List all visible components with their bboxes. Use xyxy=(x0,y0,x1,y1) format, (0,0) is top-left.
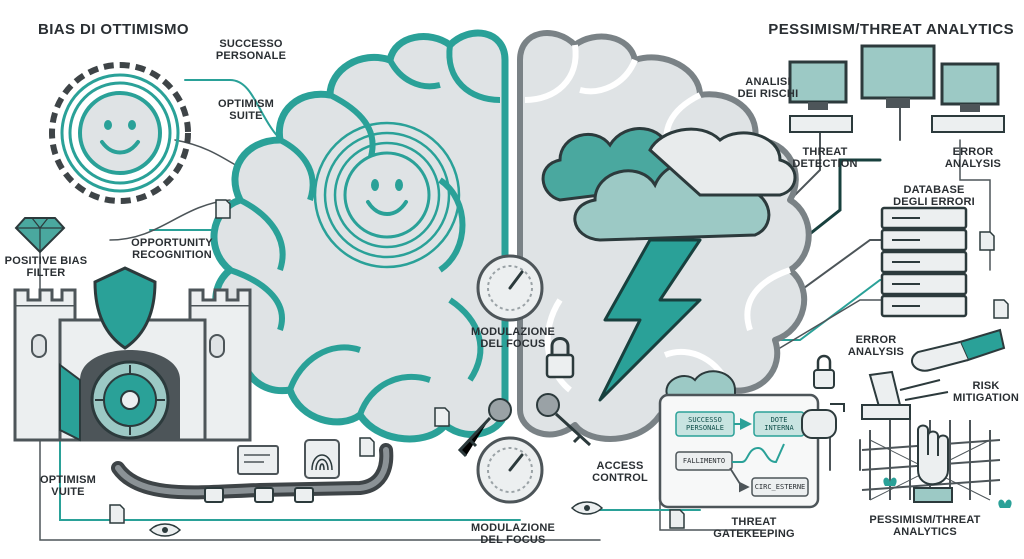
flow-node-circ-esterne: CIRC_ESTERNE xyxy=(754,483,806,491)
label-database-errori: DATABASE DEGLI ERRORI xyxy=(893,184,975,208)
storm-cloud-icon xyxy=(541,127,797,242)
lightning-icon xyxy=(598,238,702,402)
mailbox-icon xyxy=(801,403,845,439)
document-icon xyxy=(109,199,1009,529)
hand-icon xyxy=(913,424,953,503)
label-error-analysis-mid: ERROR ANALYSIS xyxy=(847,334,905,358)
label-risk-mitigation: RISK MITIGATION xyxy=(953,380,1019,404)
padlock-icon xyxy=(813,354,835,389)
label-positive-bias-filter: POSITIVE BIAS FILTER xyxy=(4,255,88,279)
plant-icons xyxy=(883,477,1012,508)
label-analisi-rischi: ANALISI DEI RISCHI xyxy=(737,76,799,100)
monitor-icon xyxy=(860,44,936,108)
flow-node-successo-personale: SUCCESSO PERSONALE xyxy=(686,416,724,432)
label-successo-personale: SUCCESSO PERSONALE xyxy=(215,38,287,62)
padlock-icon xyxy=(545,337,575,379)
fingerprint-icon xyxy=(304,439,340,479)
label-threat-gatekeeping: THREAT GATEKEEPING xyxy=(713,516,795,540)
brain-left-hemisphere xyxy=(210,29,509,443)
flowchart-panel xyxy=(658,370,820,509)
monitor-icon xyxy=(237,445,279,475)
diamond-icon xyxy=(14,217,66,254)
pipe-connectors xyxy=(204,487,314,503)
label-pessimism-threat-analytics: PESSIMISM/THREAT ANALYTICS xyxy=(869,514,981,538)
flow-node-dote-interna: DOTE INTERNA xyxy=(764,416,794,432)
monitor-icon xyxy=(931,62,1005,133)
sun-icon xyxy=(49,62,191,204)
eye-icon xyxy=(570,501,604,515)
label-modulazione-focus-top: MODULAZIONE DEL FOCUS xyxy=(470,326,556,350)
title-left: BIAS DI OTTIMISMO xyxy=(38,21,189,38)
server-rack-icon xyxy=(880,206,968,318)
flow-node-fallimento: FALLIMENTO xyxy=(682,457,726,465)
label-error-analysis-top: ERROR ANALYSIS xyxy=(944,146,1002,170)
robot-hand-icon xyxy=(861,328,1006,420)
title-right: PESSIMISM/THREAT ANALYTICS xyxy=(768,21,1014,38)
vault-door-icon xyxy=(59,360,170,442)
label-optimism-suite: OPTIMISM SUITE xyxy=(218,98,274,122)
label-modulazione-focus-bottom: MODULAZIONE DEL FOCUS xyxy=(470,522,556,546)
label-threat-detection: THREAT DETECTION xyxy=(792,146,858,170)
gauge-icon xyxy=(476,436,544,504)
label-optimism-vuite: OPTIMISM VUITE xyxy=(40,474,96,498)
monitor-icon xyxy=(788,60,853,133)
label-access-control: ACCESS CONTROL xyxy=(592,460,648,484)
smiley-icon xyxy=(313,121,461,269)
shield-icon xyxy=(93,266,157,350)
key-icon xyxy=(457,393,592,458)
eye-icon xyxy=(148,523,182,537)
label-opportunity-recognition: OPPORTUNITY RECOGNITION xyxy=(131,237,213,261)
gauge-icon xyxy=(476,254,544,322)
